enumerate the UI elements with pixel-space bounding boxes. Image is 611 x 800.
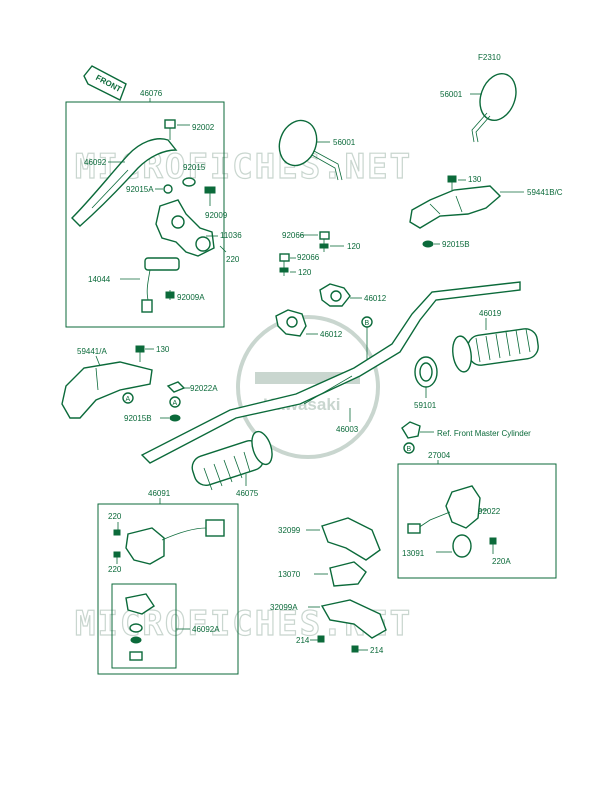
mark-b-upper-label: B bbox=[365, 320, 370, 327]
washer-92015 bbox=[182, 177, 196, 187]
label-46092: 46092 bbox=[84, 158, 107, 167]
label-46075: 46075 bbox=[236, 489, 259, 498]
assembly-box-27004 bbox=[397, 463, 557, 579]
clamp-32099 bbox=[321, 517, 381, 561]
screw-214-left bbox=[317, 635, 325, 643]
label-92015B-left: 92015B bbox=[124, 414, 152, 423]
label-92066-lower: 92066 bbox=[297, 253, 320, 262]
handlebar-clamp-upper-46012 bbox=[319, 283, 351, 307]
mark-a-guard bbox=[122, 392, 134, 404]
label-59441A: 59441/A bbox=[77, 347, 107, 356]
hand-guard-59441bc bbox=[409, 185, 502, 229]
assembly-box-46091 bbox=[97, 503, 239, 675]
bolt-92002 bbox=[164, 119, 176, 140]
washer-92015a bbox=[163, 184, 173, 194]
assembly-box-46092a bbox=[111, 583, 177, 669]
label-92022A: 92022A bbox=[190, 384, 218, 393]
label-220-lever: 220 bbox=[226, 255, 240, 264]
label-46019: 46019 bbox=[479, 309, 502, 318]
label-92015: 92015 bbox=[183, 163, 206, 172]
master-cylinder-clamp bbox=[401, 421, 421, 439]
label-92002: 92002 bbox=[192, 123, 215, 132]
label-220-switch-top: 220 bbox=[108, 512, 122, 521]
mark-a-bar bbox=[169, 396, 181, 408]
label-46091: 46091 bbox=[148, 489, 171, 498]
label-92015A: 92015A bbox=[126, 185, 154, 194]
label-214-right: 214 bbox=[370, 646, 384, 655]
label-14044: 14044 bbox=[88, 275, 111, 284]
label-46092A: 46092A bbox=[192, 625, 220, 634]
clutch-lever bbox=[71, 138, 178, 227]
grip-right-46019 bbox=[452, 328, 539, 373]
mark-a-guard-label: A bbox=[126, 396, 131, 403]
label-46012-lower: 46012 bbox=[320, 330, 343, 339]
label-13070: 13070 bbox=[278, 570, 301, 579]
label-120-lower: 120 bbox=[298, 268, 312, 277]
lever-bracket bbox=[155, 199, 215, 257]
assembly-box-46076 bbox=[65, 101, 225, 328]
label-46012-upper: 46012 bbox=[364, 294, 387, 303]
mark-b-lower-label: B bbox=[407, 446, 412, 453]
label-56001-right: 56001 bbox=[440, 90, 463, 99]
label-92022: 92022 bbox=[478, 507, 501, 516]
nut-92015b-left bbox=[169, 414, 181, 422]
label-59441BC: 59441B/C bbox=[527, 188, 563, 197]
nut-92015b-top bbox=[422, 240, 434, 248]
label-46003: 46003 bbox=[336, 425, 359, 434]
mirror-right-56001 bbox=[471, 73, 517, 143]
mark-b-lower bbox=[403, 442, 415, 454]
mirror-left-56001 bbox=[278, 119, 343, 181]
handlebar-clamp-lower-46012 bbox=[275, 309, 307, 337]
label-56001-left: 56001 bbox=[333, 138, 356, 147]
label-59101: 59101 bbox=[414, 401, 437, 410]
label-32099A: 32099A bbox=[270, 603, 298, 612]
label-92009: 92009 bbox=[205, 211, 228, 220]
switch-housing-46091 bbox=[125, 519, 225, 565]
label-92066-upper: 92066 bbox=[282, 231, 305, 240]
bolt-120-upper bbox=[319, 231, 330, 252]
label-13091: 13091 bbox=[402, 549, 425, 558]
label-130-left: 130 bbox=[156, 345, 170, 354]
label-220-switch-bottom: 220 bbox=[108, 565, 122, 574]
screw-92009 bbox=[204, 186, 216, 206]
bolt-120-lower bbox=[279, 253, 290, 276]
clutch-switch-14044 bbox=[141, 257, 180, 313]
bolt-130-left bbox=[135, 345, 145, 362]
clamp-32099a bbox=[320, 599, 387, 639]
label-46076: 46076 bbox=[140, 89, 163, 98]
label-32099: 32099 bbox=[278, 526, 301, 535]
label-27004: 27004 bbox=[428, 451, 451, 460]
plate-13070 bbox=[329, 561, 367, 587]
switch-parts-46092a bbox=[125, 593, 155, 661]
label-120-upper: 120 bbox=[347, 242, 361, 251]
grip-left-46075 bbox=[191, 430, 273, 491]
handlebar-46003 bbox=[140, 281, 521, 464]
label-214-left: 214 bbox=[296, 636, 310, 645]
label-11036: 11036 bbox=[220, 231, 242, 240]
screw-214-right bbox=[351, 645, 359, 653]
screw-220a bbox=[489, 537, 497, 545]
label-220A: 220A bbox=[492, 557, 511, 566]
hand-guard-59441a bbox=[61, 361, 153, 419]
label-92009A: 92009A bbox=[177, 293, 205, 302]
label-ref-master-cylinder: Ref. Front Master Cylinder bbox=[437, 429, 531, 438]
start-switch-27004 bbox=[407, 485, 481, 558]
label-92015B-top: 92015B bbox=[442, 240, 470, 249]
front-arrow-icon: FRONT bbox=[83, 65, 127, 101]
clip-92022a bbox=[166, 381, 186, 393]
mark-a-bar-label: A bbox=[173, 400, 178, 407]
throttle-grip-59101 bbox=[414, 356, 438, 388]
label-130-top: 130 bbox=[468, 175, 482, 184]
figure-code: F2310 bbox=[478, 53, 501, 62]
